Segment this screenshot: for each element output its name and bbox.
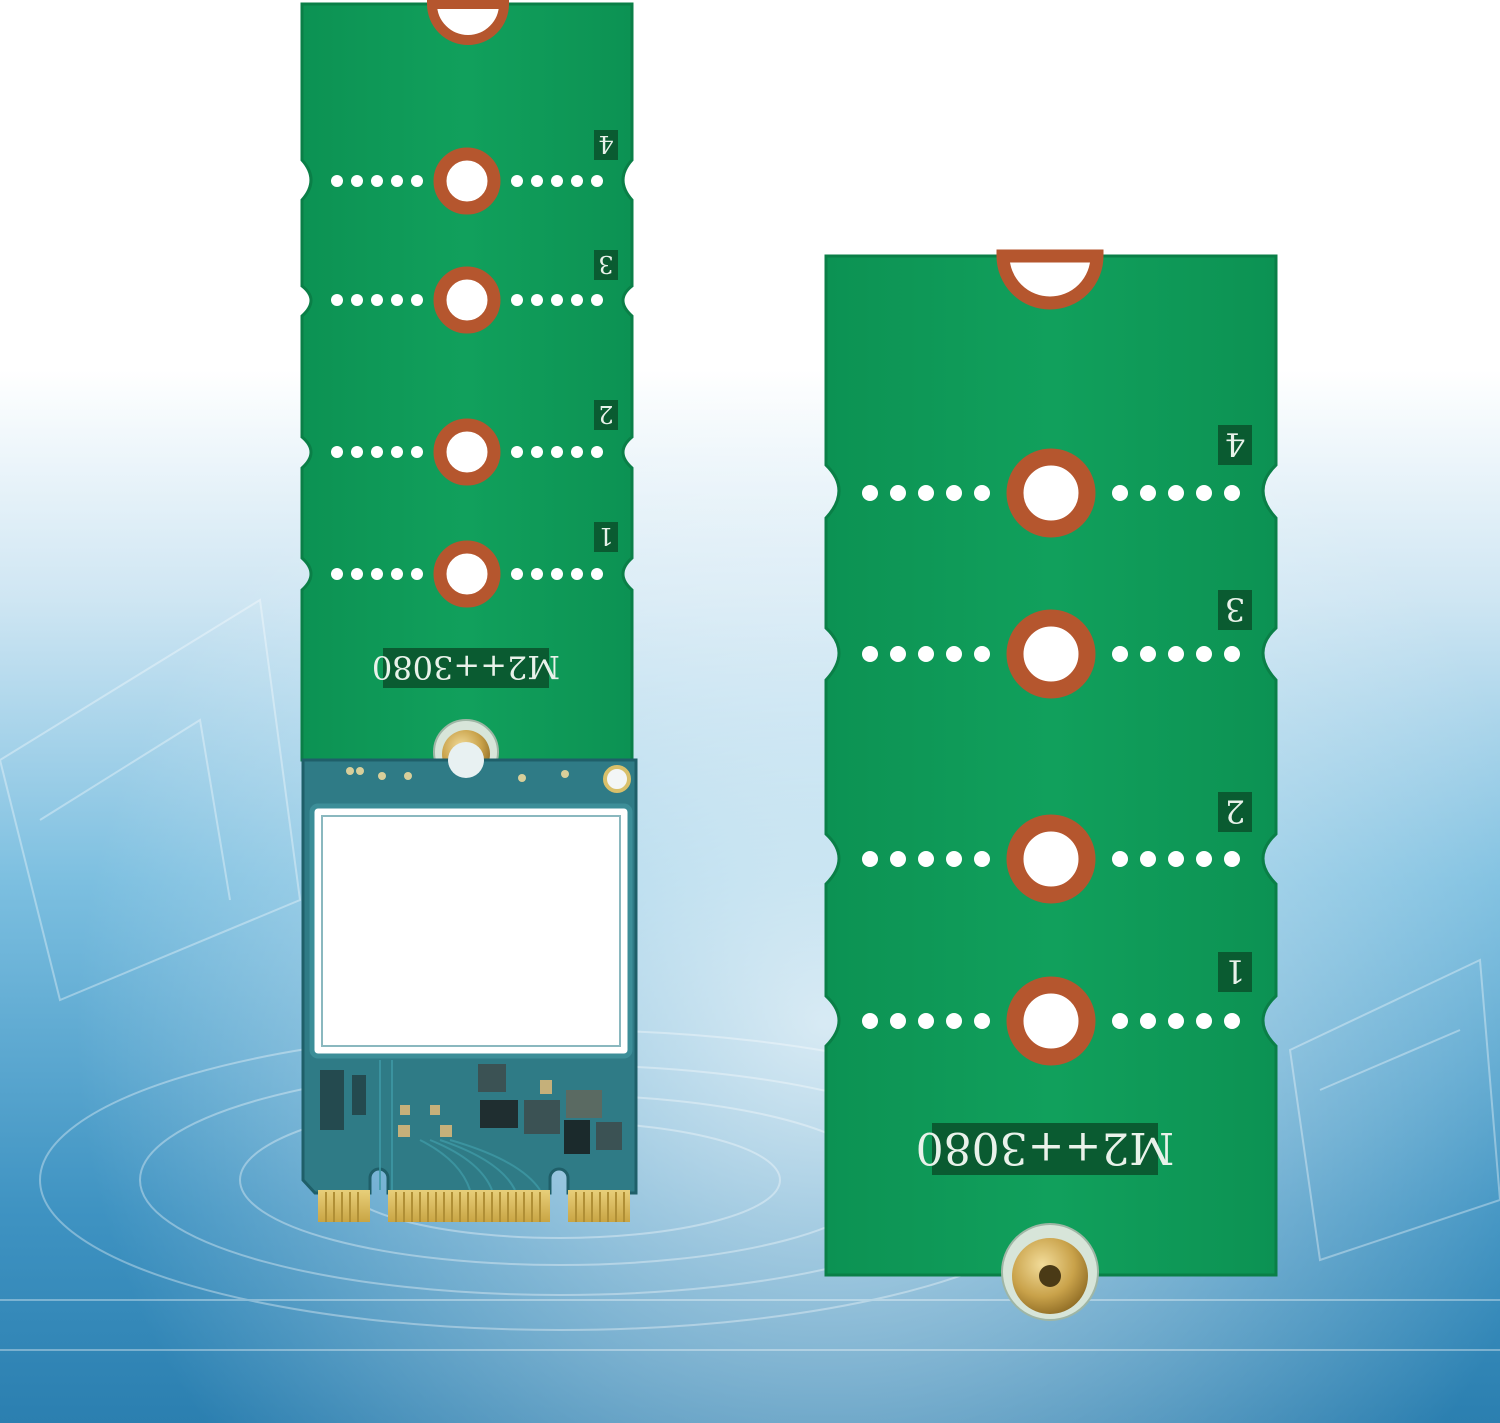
right-hole-row-2: [862, 814, 1240, 904]
module-components: [320, 1064, 622, 1154]
right-board-holes: [862, 448, 1240, 1066]
left-m2-module: [301, 742, 638, 1222]
right-extension-board: 4 3 2 1 M2++3080: [824, 249, 1278, 1321]
left-extension-board: 4 3 2 1 M2++3080: [300, 0, 638, 1222]
right-board-pcb: [824, 254, 1278, 1277]
left-hole-row-1: [331, 540, 603, 608]
left-segment-number-4: 4: [598, 130, 613, 158]
left-board-top-notch: [426, 0, 510, 45]
right-segment-number-2: 2: [1225, 792, 1245, 830]
right-segment-number-1: 1: [1225, 952, 1245, 990]
left-segment-number-2: 2: [598, 400, 613, 428]
left-segment-numbers: 4 3 2 1: [594, 130, 618, 552]
right-segment-number-4: 4: [1225, 425, 1245, 463]
right-board-top-notch: [996, 249, 1104, 310]
right-marking-plate: [932, 1123, 1158, 1175]
module-mounting-hole: [603, 765, 631, 793]
right-board-marking: M2++3080: [916, 1122, 1175, 1173]
right-brass-standoff: [1001, 1223, 1099, 1321]
right-segment-numbers: 4 3 2 1: [1218, 425, 1252, 992]
left-hole-row-4: [331, 147, 603, 215]
right-hole-row-4: [862, 448, 1240, 538]
left-board-pcb: [300, 2, 634, 762]
left-board-marking: M2++3080: [372, 648, 560, 686]
module-traces: [379, 1060, 541, 1191]
left-board-holes: [331, 147, 603, 608]
left-hole-row-2: [331, 418, 603, 486]
left-segment-number-3: 3: [598, 250, 613, 278]
left-segment-number-1: 1: [598, 522, 613, 550]
left-marking-plate: [383, 648, 549, 688]
right-hole-row-3: [862, 609, 1240, 699]
left-hole-row-3: [331, 266, 603, 334]
right-segment-number-3: 3: [1225, 590, 1245, 628]
right-hole-row-1: [862, 976, 1240, 1066]
